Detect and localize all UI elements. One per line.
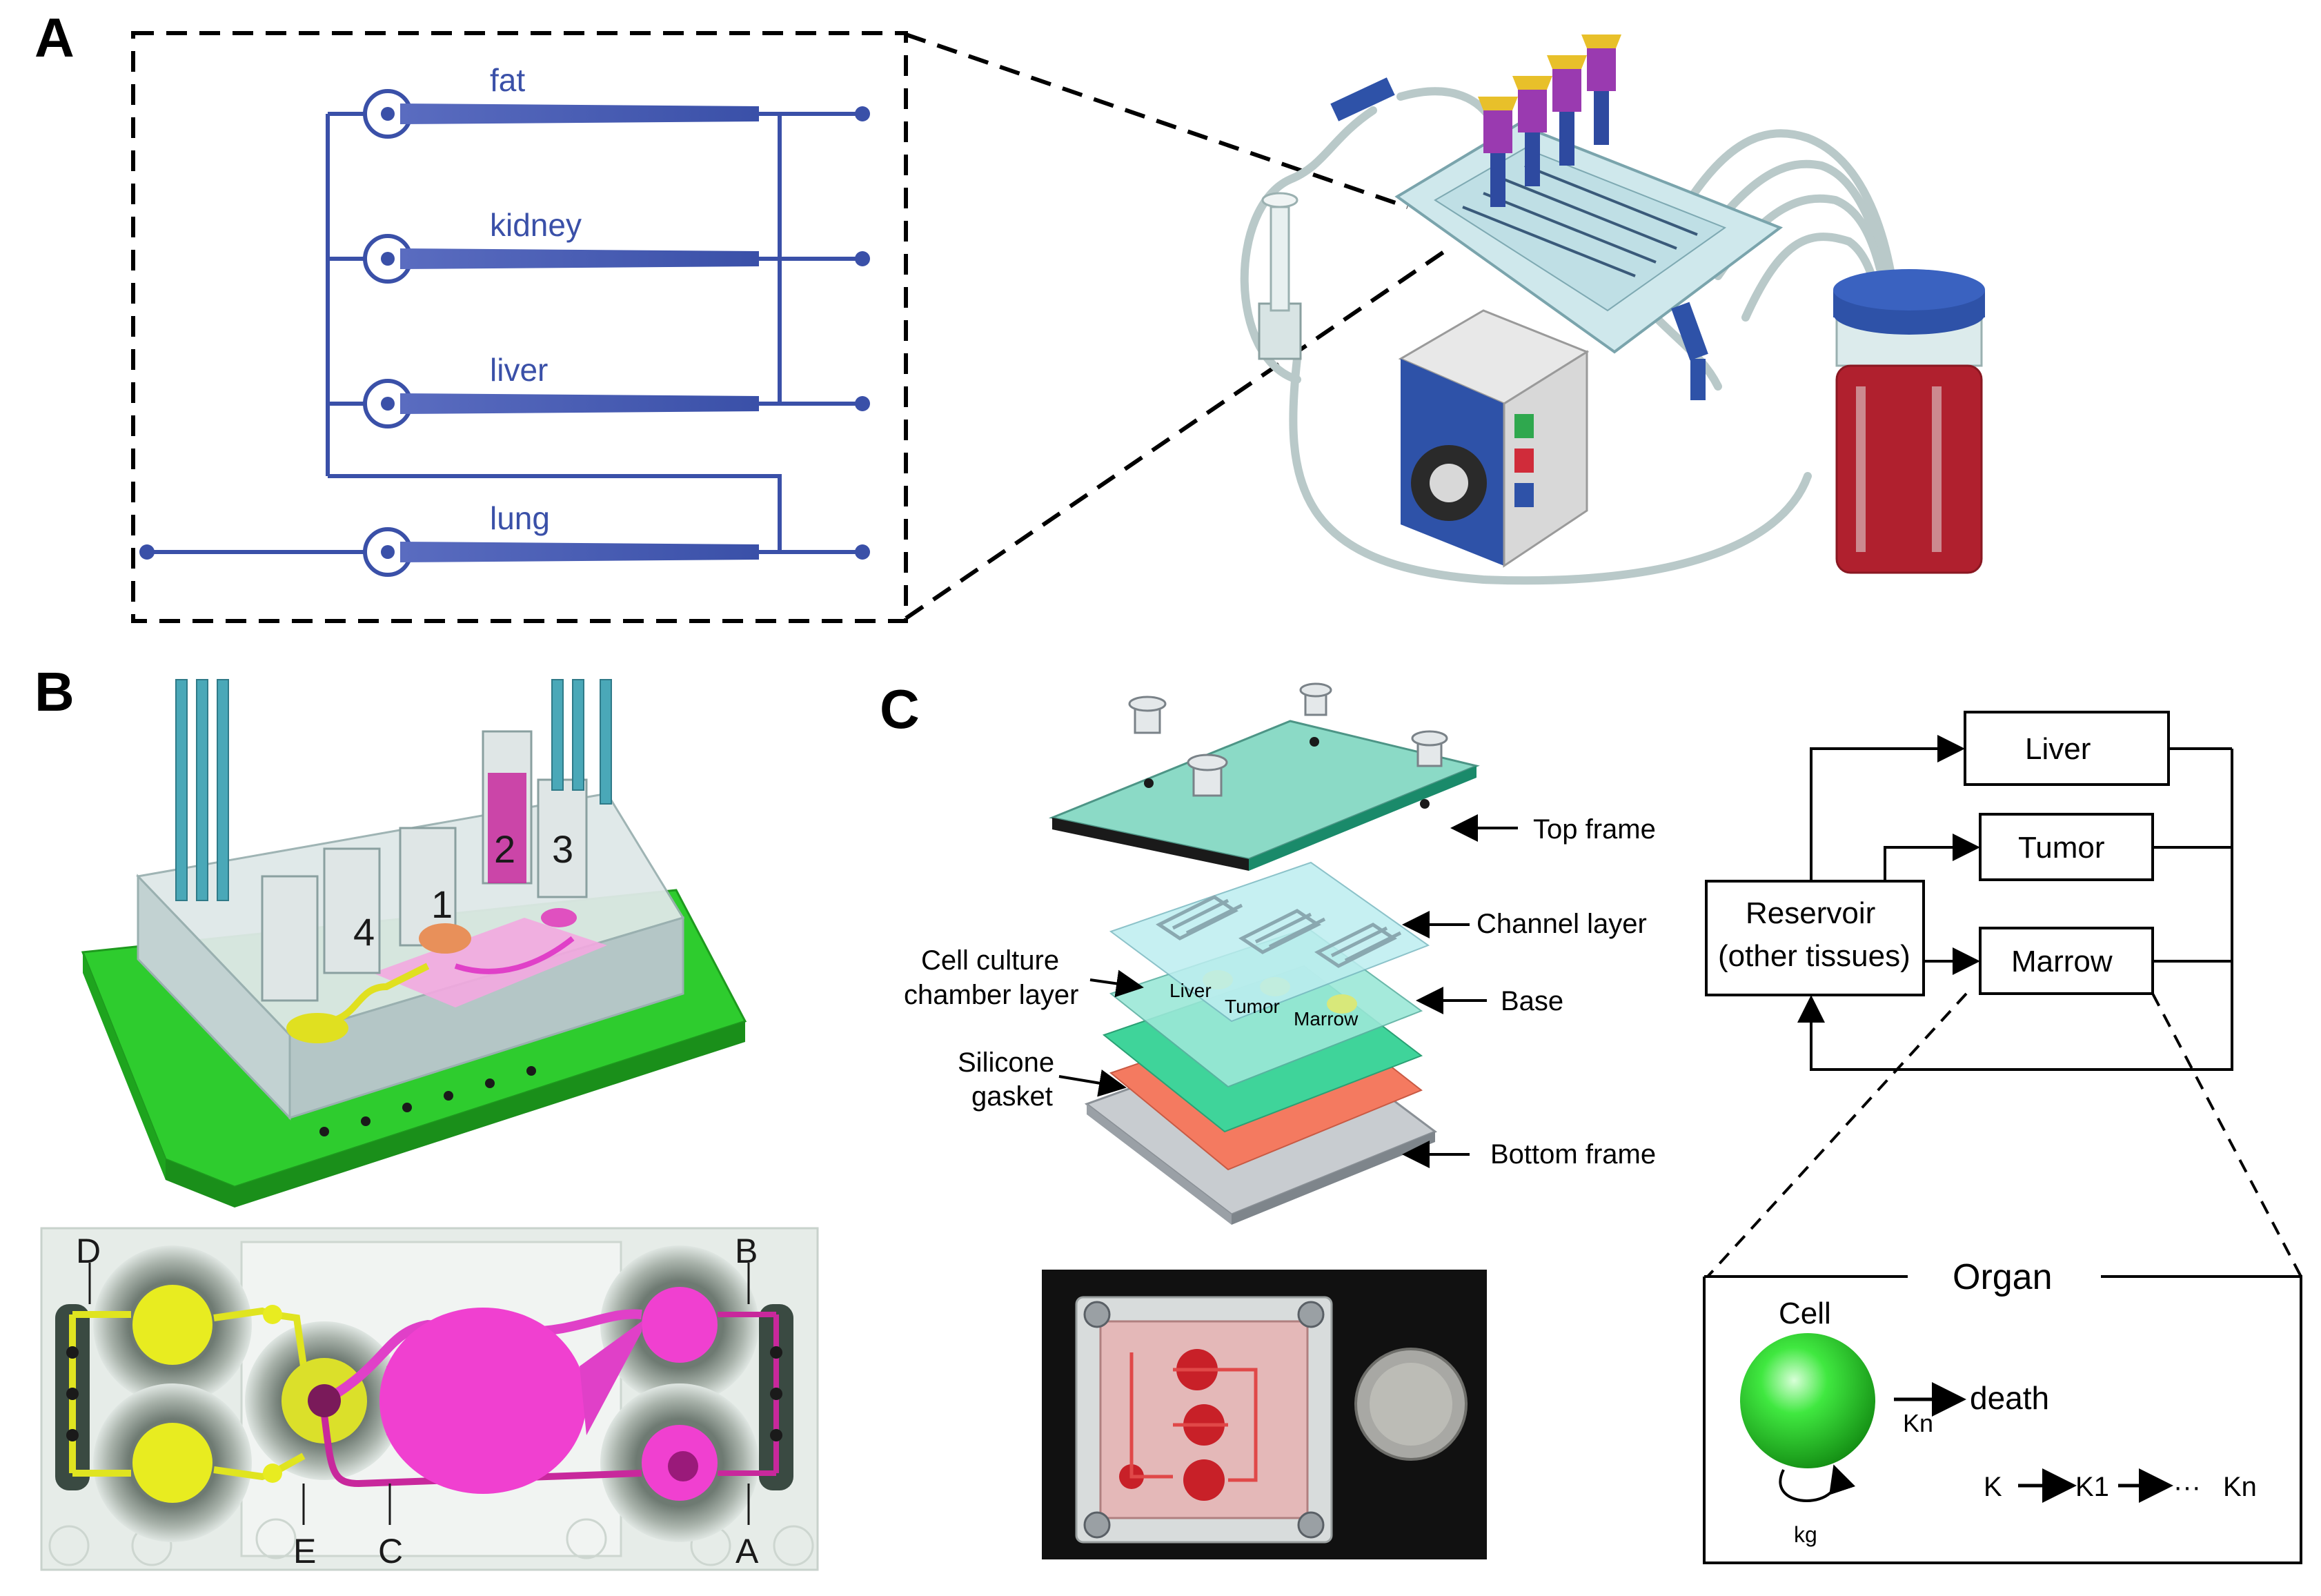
chamber-number-2: 2 — [494, 827, 515, 871]
label-death: death — [1970, 1380, 2049, 1416]
panel-a: A — [34, 7, 1985, 623]
label-cell-culture-line1: Cell culture — [921, 945, 1059, 976]
chamber-kidney — [363, 234, 759, 284]
panel-letter-a: A — [34, 7, 75, 68]
panel-letter-b: B — [34, 661, 75, 722]
syringe — [1258, 192, 1302, 360]
label-cell-culture-line2: chamber layer — [904, 980, 1078, 1010]
label-cell: Cell — [1779, 1297, 1831, 1330]
label-k1: K1 — [2075, 1472, 2109, 1502]
exploded-device — [1048, 682, 1480, 1225]
chamber-number-3: 3 — [552, 827, 573, 871]
growth-loop — [1779, 1464, 1856, 1502]
label-kn-final: Kn — [2223, 1472, 2257, 1502]
peristaltic-pump — [1398, 309, 1590, 568]
box-reservoir — [1705, 880, 1925, 996]
label-reservoir-line2: (other tissues) — [1718, 939, 1910, 973]
chamber-label-tumor: Tumor — [1225, 996, 1280, 1017]
label-dots: ··· — [2173, 1472, 2201, 1502]
flow-diagram — [1705, 711, 2302, 1278]
label-silicone-line2: gasket — [971, 1081, 1053, 1112]
zoom-line-bottom — [905, 246, 1450, 620]
chamber-number-4: 4 — [353, 910, 375, 954]
organ-box — [1703, 1275, 2302, 1564]
organ-chambers — [363, 89, 759, 577]
box-liver — [1964, 711, 2170, 786]
connectors — [1330, 35, 1708, 400]
organ-label-lung: lung — [490, 500, 550, 536]
port-label-a: A — [735, 1532, 759, 1570]
perfusion-system-illustration — [1240, 35, 1985, 585]
channel-endpoints — [139, 106, 870, 560]
port-label-d: D — [76, 1232, 101, 1270]
box-tumor — [1979, 813, 2154, 881]
chamber-label-liver: Liver — [1169, 980, 1212, 1001]
chamber-liver — [363, 379, 759, 428]
panel-c: C — [880, 678, 2302, 1564]
chamber-lung — [363, 527, 759, 577]
label-k: K — [1984, 1472, 2002, 1502]
label-flow-tumor: Tumor — [2018, 831, 2105, 865]
port-label-c: C — [378, 1532, 403, 1570]
channel-network — [148, 112, 862, 554]
chamber-number-1: 1 — [431, 883, 453, 926]
label-top-frame: Top frame — [1533, 814, 1656, 845]
label-organ-title: Organ — [1953, 1257, 2053, 1297]
reservoir-bottle — [1833, 269, 1985, 574]
cell-sphere — [1740, 1333, 1875, 1468]
zoom-box — [131, 31, 908, 623]
chamber-label-marrow: Marrow — [1294, 1008, 1359, 1029]
label-flow-liver: Liver — [2025, 732, 2091, 766]
device-3d-illustration — [81, 679, 747, 1208]
organ-label-fat: fat — [490, 62, 525, 98]
port-label-e: E — [293, 1532, 316, 1570]
organ-label-liver: liver — [490, 352, 548, 388]
zoom-line-top — [905, 32, 1408, 209]
label-silicone-line1: Silicone — [958, 1047, 1054, 1078]
label-kg-rate: kg — [1794, 1522, 1817, 1547]
device-photo — [1042, 1270, 1487, 1559]
chip-top-view — [40, 1227, 819, 1571]
panel-letter-c: C — [880, 678, 920, 740]
panel-b: B — [34, 661, 819, 1571]
chamber-fat — [363, 89, 759, 139]
label-channel-layer: Channel layer — [1476, 909, 1647, 939]
label-bottom-frame: Bottom frame — [1490, 1139, 1656, 1170]
label-kn-rate: Kn — [1903, 1409, 1933, 1437]
box-marrow — [1979, 927, 2154, 995]
label-flow-marrow: Marrow — [2011, 945, 2113, 978]
label-base: Base — [1501, 986, 1563, 1016]
organ-label-kidney: kidney — [490, 207, 582, 243]
port-label-b: B — [735, 1232, 758, 1270]
label-reservoir-line1: Reservoir — [1746, 896, 1875, 930]
